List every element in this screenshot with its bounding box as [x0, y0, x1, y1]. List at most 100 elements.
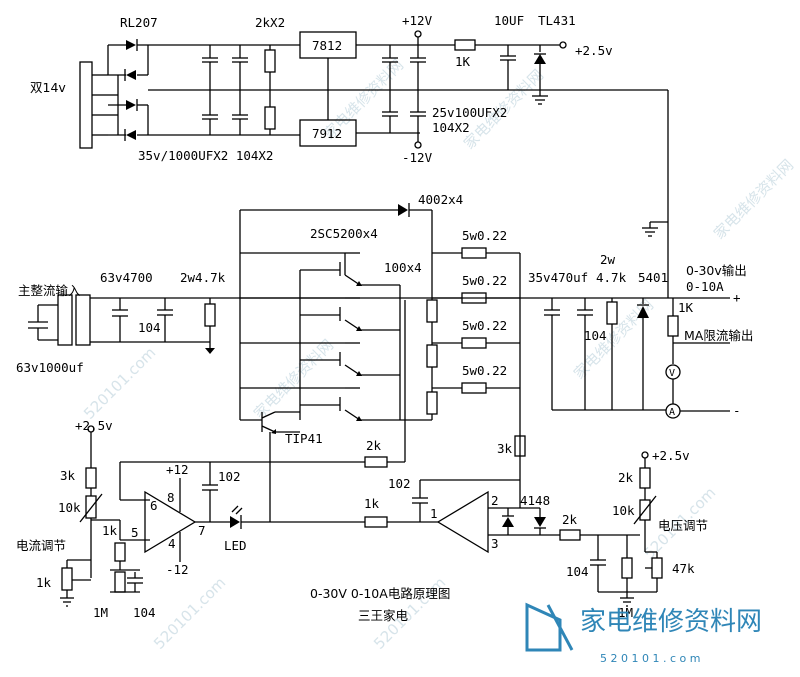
diode-label-rl207: RL207	[120, 15, 158, 30]
voltmeter-label: V	[669, 368, 675, 379]
svg-text:10k: 10k	[612, 503, 635, 518]
darlington-array: 2SC5200x4 4002x4 100x4	[239, 192, 521, 440]
cap-label-25v: 25v100UFX2	[432, 105, 507, 120]
label-voltage-adjust: 电压调节	[658, 518, 708, 533]
resistor-label-2w47k: 2w4.7k	[180, 270, 226, 285]
resistor-label-100x4: 100x4	[384, 260, 422, 275]
transformer-label: 双14v	[30, 80, 66, 95]
svg-text:8: 8	[167, 490, 175, 505]
filter-caps-left: 35v/1000UFX2 104X2	[138, 45, 540, 163]
svg-text:家电维修资料网: 家电维修资料网	[710, 156, 797, 243]
resistor-label-5w-1: 5w0.22	[462, 228, 507, 243]
bleeder-resistors-2k: 2kX2	[255, 15, 285, 135]
svg-text:+12: +12	[166, 462, 189, 477]
svg-text:5: 5	[131, 525, 139, 540]
rail-label-n12v: -12V	[402, 150, 433, 165]
transistor-label-tip41: TIP41	[285, 431, 323, 446]
resistor-label-2k: 2kX2	[255, 15, 285, 30]
svg-text:4.7k: 4.7k	[596, 270, 627, 285]
title-brand: 三王家电	[358, 608, 409, 623]
svg-text:-12: -12	[166, 562, 189, 577]
diode-label-5401: 5401	[638, 270, 668, 285]
svg-text:-: -	[733, 403, 741, 418]
reference-tl431: 1K 10UF TL431 +2.5v	[454, 13, 669, 237]
svg-text:10k: 10k	[58, 500, 81, 515]
svg-text:2w: 2w	[600, 252, 616, 267]
dual-14v-transformer: 双14v	[30, 61, 108, 149]
site-logo: 家电维修资料网 5 2 0 1 0 1 . c o m	[525, 602, 762, 665]
svg-text:家电维修资料网: 家电维修资料网	[250, 336, 337, 423]
svg-text:2k: 2k	[366, 438, 382, 453]
ic-label-tl431: TL431	[538, 13, 576, 28]
label-main-rect-input: 主整流输入	[18, 283, 81, 298]
resistor-label-5w-3: 5w0.22	[462, 318, 507, 333]
output-section: 35v470uf 2w 4.7k 5401 0-30v输出 0-10A + 10…	[520, 222, 753, 419]
voltage-adjust-network: +2.5v 2k 10k 电压调节 104 47k 1M	[566, 448, 708, 620]
svg-text:2k: 2k	[562, 512, 578, 527]
led-label: LED	[224, 538, 247, 553]
svg-text:102: 102	[388, 476, 411, 491]
cap-label-35v470: 35v470uf	[528, 270, 588, 285]
svg-text:1K: 1K	[678, 300, 694, 315]
svg-text:1: 1	[430, 506, 438, 521]
svg-text:1M: 1M	[93, 605, 108, 620]
current-adjust-network: +2.5v 3k 10k 电流调节 1k 1M 104 1k	[16, 418, 156, 620]
svg-text:7912: 7912	[312, 126, 342, 141]
rail-label-p12v: +12V	[402, 13, 433, 28]
svg-text:3k: 3k	[60, 468, 76, 483]
voltage-control-opamp: 1k 3k 102 2 1 3 4148 2k	[364, 435, 640, 554]
svg-text:102: 102	[218, 469, 241, 484]
svg-text:104: 104	[566, 564, 589, 579]
transistor-label-2sc5200: 2SC5200x4	[310, 226, 378, 241]
diode-label-4002: 4002x4	[418, 192, 463, 207]
svg-text:47k: 47k	[672, 561, 695, 576]
svg-text:7: 7	[198, 523, 206, 538]
svg-text:3: 3	[491, 536, 499, 551]
cap-label-63v1000: 63v1000uf	[16, 360, 84, 375]
svg-text:104: 104	[133, 605, 156, 620]
regulator-7812: 7812	[299, 31, 357, 90]
resistor-label-5w-4: 5w0.22	[462, 363, 507, 378]
diagram-title: 0-30V 0-10A电路原理图 三王家电	[310, 586, 450, 623]
svg-text:1k: 1k	[364, 496, 380, 511]
ref-label-25v: +2.5v	[575, 43, 613, 58]
svg-text:1K: 1K	[455, 54, 471, 69]
cap-label-35v: 35v/1000UFX2 104X2	[138, 148, 273, 163]
current-control-opamp: 2k 102 +12 6 8 5 4 7 -12 LED	[119, 300, 406, 577]
ammeter-label: A	[669, 407, 675, 418]
filter-caps-right: +12V -12V 25v100UFX2 104X2	[356, 13, 507, 165]
svg-text:520101.com: 520101.com	[80, 344, 159, 423]
svg-text:1k: 1k	[36, 575, 52, 590]
bridge-rectifier: RL207	[107, 15, 300, 141]
svg-text:+: +	[733, 290, 741, 305]
svg-text:104: 104	[584, 328, 607, 343]
svg-text:6: 6	[150, 498, 158, 513]
driver-tip41: TIP41	[240, 411, 323, 522]
svg-text:+2.5v: +2.5v	[652, 448, 690, 463]
svg-text:2: 2	[491, 493, 499, 508]
cap-label-104x2: 104X2	[432, 120, 470, 135]
logo-url: 5 2 0 1 0 1 . c o m	[600, 652, 700, 665]
svg-text:1M: 1M	[618, 605, 633, 620]
svg-text:+2.5v: +2.5v	[75, 418, 113, 433]
svg-text:104: 104	[138, 320, 161, 335]
svg-text:1k: 1k	[102, 523, 118, 538]
diode-label-4148: 4148	[520, 493, 550, 508]
svg-text:520101.com: 520101.com	[150, 574, 229, 653]
label-current-adjust: 电流调节	[16, 538, 66, 553]
label-output-voltage: 0-30v输出	[686, 263, 747, 278]
svg-text:4: 4	[168, 536, 176, 551]
cap-label-10uf: 10UF	[494, 13, 524, 28]
logo-text: 家电维修资料网	[580, 607, 762, 637]
resistor-label-5w-2: 5w0.22	[462, 273, 507, 288]
title-circuit: 0-30V 0-10A电路原理图	[310, 586, 450, 601]
cap-label-63v4700: 63v4700	[100, 270, 153, 285]
label-output-current: 0-10A	[686, 279, 724, 294]
svg-text:2k: 2k	[618, 470, 634, 485]
main-rectifier-input: 主整流输入 63v1000uf 63v4700 2w4.7k 104	[16, 270, 520, 375]
label-ma-limit: MA限流输出	[684, 328, 753, 343]
svg-text:3k: 3k	[497, 441, 513, 456]
svg-text:7812: 7812	[312, 38, 342, 53]
